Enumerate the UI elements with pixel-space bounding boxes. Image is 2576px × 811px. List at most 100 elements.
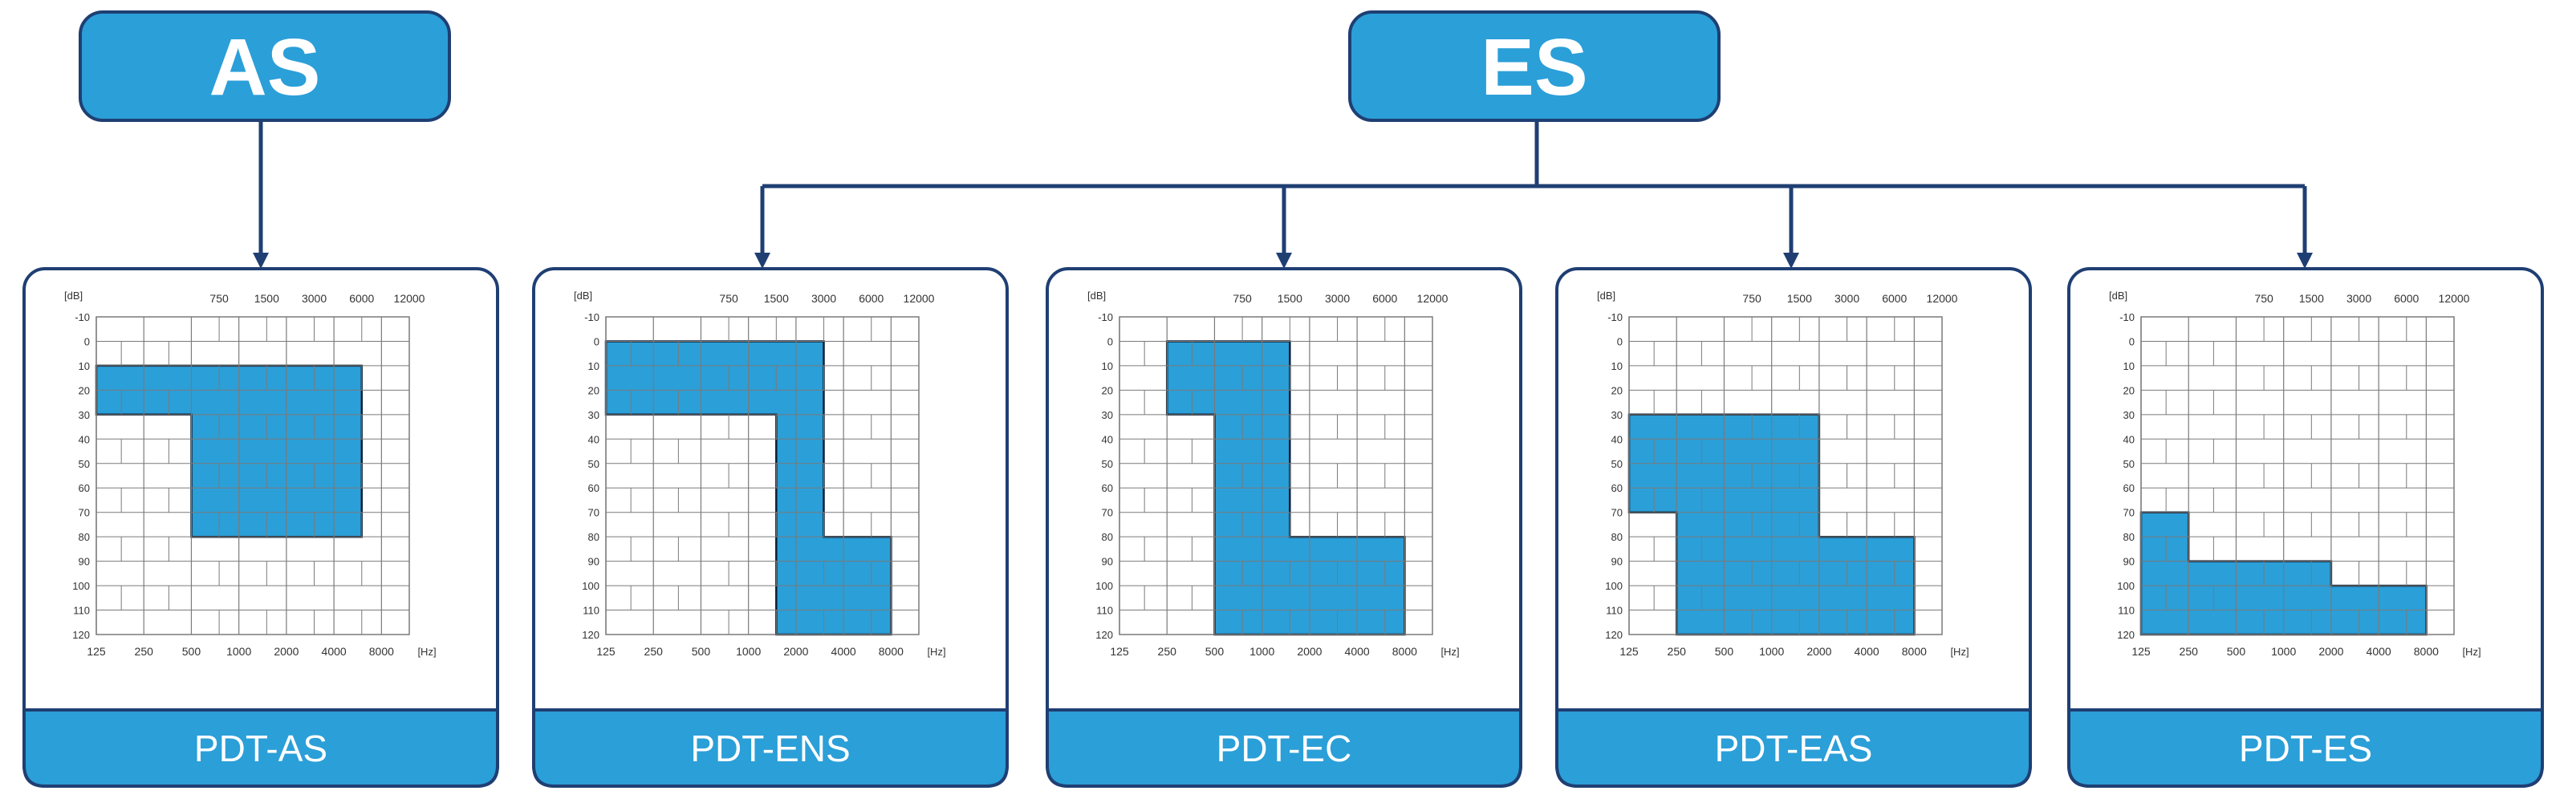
db-tick-label: 120 [72,629,90,641]
freq-bottom-label: 1000 [2271,645,2296,658]
db-unit-label: [dB] [1087,290,1106,302]
db-tick-label: 0 [1107,335,1113,347]
db-tick-label: 80 [79,531,90,543]
db-tick-label: 50 [1611,458,1623,470]
freq-bottom-label: 2000 [274,645,299,658]
db-tick-label: 90 [1611,556,1623,568]
panel-label: PDT-ENS [690,728,850,769]
arrow-head-es-branch [2297,253,2313,269]
db-tick-label: 80 [1611,531,1623,543]
freq-top-label: 750 [719,292,738,305]
freq-bottom-label: 4000 [1855,645,1879,658]
freq-bottom-label: 4000 [831,645,856,658]
db-unit-label: [dB] [64,290,83,302]
db-tick-label: 40 [2123,433,2135,445]
freq-top-label: 750 [1742,292,1761,305]
db-tick-label: 50 [2123,458,2135,470]
panel-footer [2067,708,2544,788]
group-label: ES [1481,22,1587,112]
freq-top-label: 750 [209,292,229,305]
grid-border [1119,316,1433,635]
db-tick-label: 70 [79,507,90,519]
freq-top-label: 12000 [1927,292,1958,305]
connector-lines [253,120,2313,269]
hz-unit-label: [Hz] [2462,646,2481,658]
hz-unit-label: [Hz] [927,646,945,658]
db-tick-label: 40 [1611,433,1623,445]
freq-bottom-label: 4000 [1345,645,1370,658]
freq-top-label: 12000 [904,292,935,305]
panel-label: PDT-EAS [1715,728,1873,769]
freq-bottom-label: 500 [2227,645,2246,658]
freq-top-label: 1500 [254,292,279,305]
freq-bottom-label: 8000 [879,645,904,658]
arrow-head-es-branch [1783,253,1799,269]
group-box-background [79,10,451,122]
grid-border [95,316,410,635]
db-unit-label: [dB] [574,290,592,302]
db-tick-label: 120 [582,629,599,641]
freq-top-label: 3000 [302,292,327,305]
panel-label: PDT-EC [1217,728,1352,769]
db-tick-label: 30 [1102,409,1113,421]
db-tick-label: 70 [2123,507,2135,519]
freq-top-label: 1500 [1278,292,1302,305]
db-tick-label: 100 [582,580,599,592]
db-tick-label: 60 [2123,482,2135,494]
freq-bottom-label: 250 [135,645,154,658]
freq-top-label: 6000 [349,292,374,305]
freq-bottom-label: 8000 [1902,645,1927,658]
audiogram-panels: PDT-AS-100102030405060708090100110120[dB… [22,267,2544,788]
db-tick-label: 60 [1102,482,1113,494]
freq-top-label: 1500 [1787,292,1812,305]
db-tick-label: 60 [79,482,90,494]
freq-top-label: 6000 [2394,292,2419,305]
db-tick-label: 10 [1102,360,1113,372]
db-tick-label: 100 [2117,580,2135,592]
freq-bottom-label: 2000 [2318,645,2343,658]
freq-top-label: 12000 [2439,292,2470,305]
db-tick-label: 40 [588,433,599,445]
freq-bottom-label: 2000 [1297,645,1322,658]
freq-top-label: 750 [1233,292,1252,305]
db-tick-label: 10 [79,360,90,372]
freq-top-label: 3000 [1325,292,1350,305]
db-tick-label: 20 [79,384,90,396]
freq-bottom-label: 2000 [1806,645,1831,658]
db-tick-label: 70 [1611,507,1623,519]
db-tick-label: 120 [1605,629,1623,641]
db-tick-label: 20 [1611,384,1623,396]
db-tick-label: 50 [588,458,599,470]
freq-bottom-label: 500 [1715,645,1734,658]
freq-top-label: 12000 [1417,292,1448,305]
db-tick-label: 90 [79,556,90,568]
db-tick-label: 110 [2118,605,2135,617]
grid-border [1628,316,1943,635]
db-tick-label: 10 [2123,360,2135,372]
freq-top-label: 1500 [2299,292,2324,305]
freq-top-label: 6000 [1882,292,1907,305]
audiogram-panel: PDT-EAS-100102030405060708090100110120[d… [1555,267,2032,788]
panel-footer [1555,708,2032,788]
db-tick-label: 40 [79,433,90,445]
arrow-head-es-branch [1276,253,1292,269]
audiogram-panel: PDT-AS-100102030405060708090100110120[dB… [22,267,499,788]
freq-bottom-label: 8000 [2414,645,2439,658]
db-tick-label: 110 [1606,605,1623,617]
db-unit-label: [dB] [2109,290,2127,302]
db-tick-label: 100 [1095,580,1113,592]
db-tick-label: 120 [2117,629,2135,641]
grid-border [2140,316,2455,635]
group-box-background [1348,10,1721,122]
freq-top-label: 3000 [2346,292,2371,305]
panel-footer [22,708,499,788]
db-tick-label: 0 [1617,335,1623,347]
db-tick-label: 80 [588,531,599,543]
freq-bottom-label: 1000 [1759,645,1784,658]
freq-bottom-label: 250 [2180,645,2199,658]
freq-top-label: 3000 [811,292,836,305]
db-tick-label: 0 [84,335,90,347]
db-tick-label: 30 [2123,409,2135,421]
freq-bottom-label: 250 [1158,645,1177,658]
